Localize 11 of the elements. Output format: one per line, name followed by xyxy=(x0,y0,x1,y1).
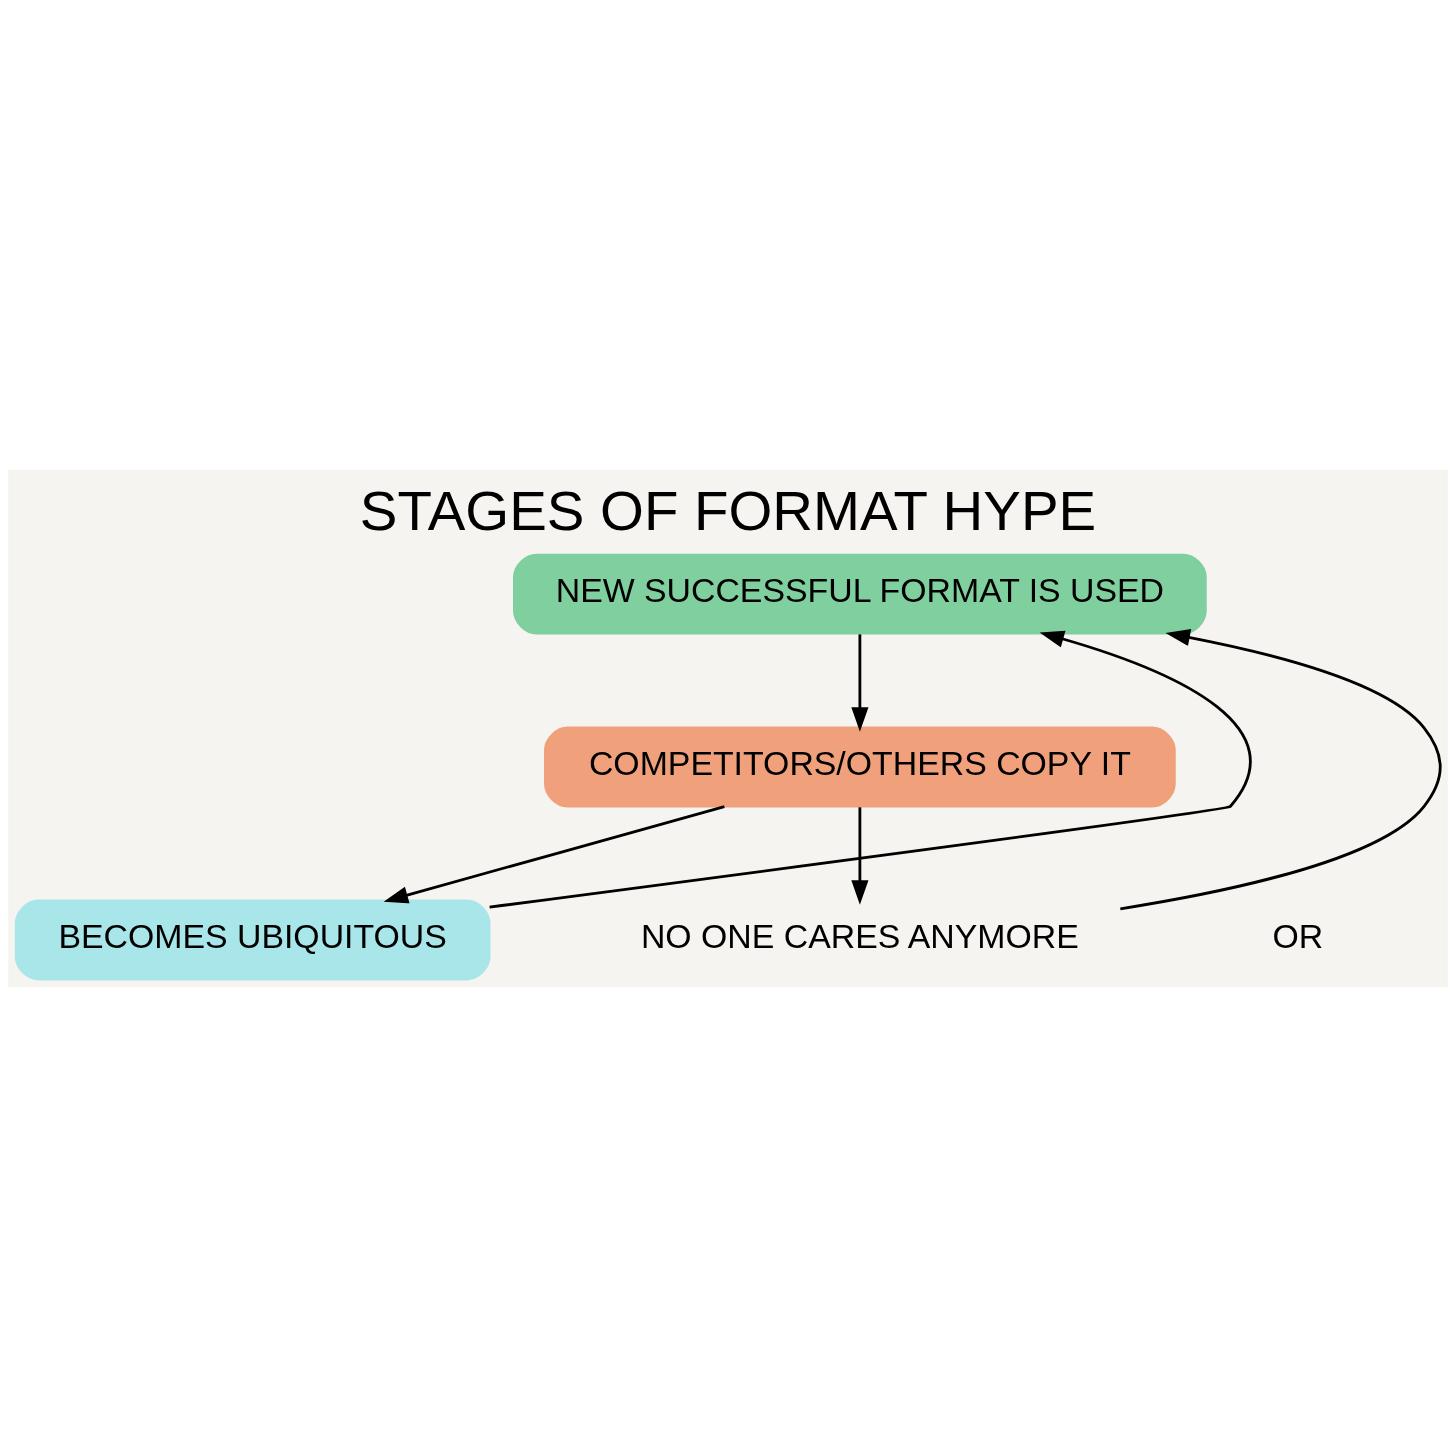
node-box: NEW SUCCESSFUL FORMAT IS USED xyxy=(513,553,1207,634)
diagram-title: STAGES OF FORMAT HYPE xyxy=(359,478,1097,542)
arrow xyxy=(851,806,869,905)
node-text: NO ONE CARES ANYMORE xyxy=(640,916,1079,955)
arrow xyxy=(383,804,725,903)
node-box: COMPETITORS/OTHERS COPY IT xyxy=(544,726,1176,807)
label: OR xyxy=(1272,916,1324,955)
arrow xyxy=(1120,628,1442,910)
arrow xyxy=(489,630,1252,909)
arrow xyxy=(851,633,869,732)
node-box: BECOMES UBIQUITOUS xyxy=(14,899,491,980)
